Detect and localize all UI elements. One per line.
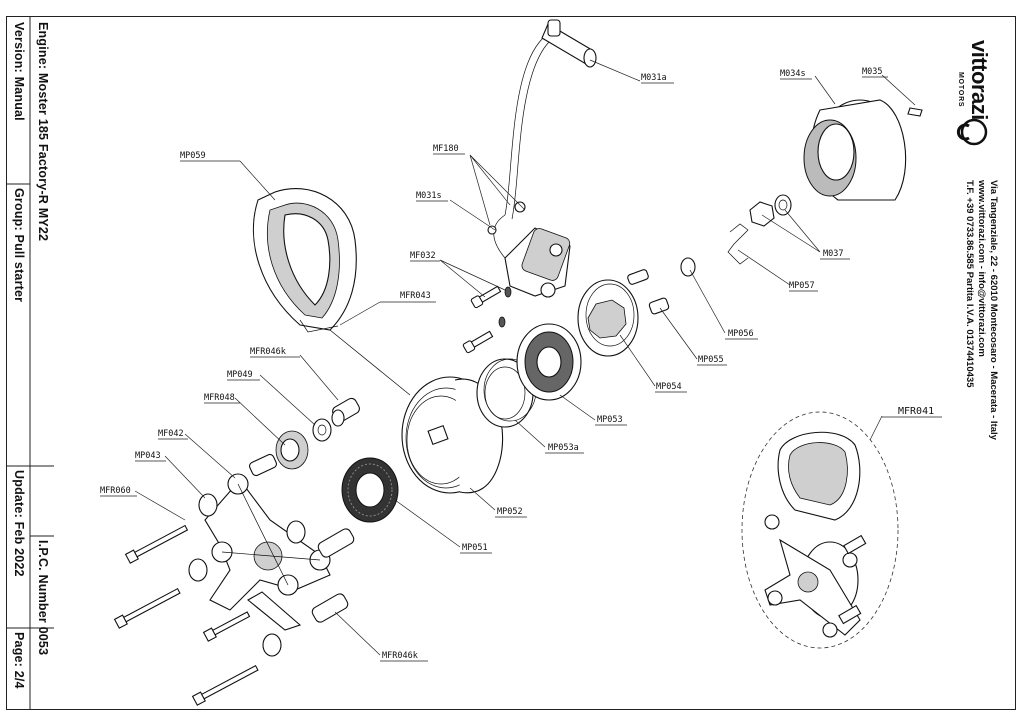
ratchet-disc (577, 279, 639, 357)
label-MF032: MF032 (410, 251, 436, 261)
label-MP053a: MP053a (548, 443, 579, 453)
spacer-mfr046k (311, 528, 355, 623)
washer-mp049 (312, 418, 332, 442)
starter-housing (803, 99, 907, 201)
label-M034s: M034s (780, 69, 806, 79)
small-key (907, 107, 923, 117)
label-MP057: MP057 (789, 281, 815, 291)
drawing-frame (6, 16, 1016, 710)
label-MP055: MP055 (698, 355, 724, 365)
label-MFR046k-top: MFR046k (250, 347, 286, 357)
label-MP052: MP052 (497, 507, 523, 517)
recoil-spring (341, 457, 399, 523)
mounting-bracket (204, 473, 331, 631)
spark-plug-cap (504, 19, 597, 220)
bushing-mfr046k-top (331, 397, 360, 427)
label-M031s: M031s (416, 191, 442, 201)
label-MFR060: MFR060 (100, 486, 131, 496)
label-MP054: MP054 (656, 382, 682, 392)
part-labels: M031a M034s M035 MF180 M031s MP059 MF032… (100, 67, 942, 662)
label-MP043: MP043 (135, 451, 161, 461)
starter-rope (329, 329, 411, 396)
label-M037: M037 (823, 249, 843, 259)
leader-lines (134, 59, 916, 656)
assembly-detail-view (741, 411, 899, 649)
nut-washer (749, 194, 792, 227)
title-block: Engine: Moster 185 Factory-R MY22 Versio… (6, 16, 54, 710)
label-MFR043: MFR043 (400, 291, 431, 301)
starter-handle (252, 188, 357, 333)
ignition-coil (487, 201, 571, 298)
label-MFR048: MFR048 (204, 393, 235, 403)
bearing-mfr048 (249, 430, 309, 477)
pawls (627, 257, 696, 315)
label-MP053: MP053 (597, 415, 623, 425)
label-MP051: MP051 (462, 543, 488, 553)
spring-clip (727, 223, 749, 265)
label-MF042: MF042 (158, 429, 184, 439)
label-M035: M035 (862, 67, 882, 77)
spring-assembly (516, 323, 582, 401)
label-MP049: MP049 (227, 370, 253, 380)
label-MF180: MF180 (433, 144, 459, 154)
label-MP056: MP056 (728, 329, 754, 339)
label-MP059: MP059 (180, 151, 206, 161)
label-MFR046k-bottom: MFR046k (382, 651, 418, 661)
grommets (188, 493, 306, 657)
label-M031a: M031a (641, 73, 667, 83)
label-MFR041: MFR041 (898, 406, 934, 417)
coil-bolts (462, 285, 512, 354)
title-block-grid (6, 16, 54, 710)
long-bolts (113, 524, 259, 706)
